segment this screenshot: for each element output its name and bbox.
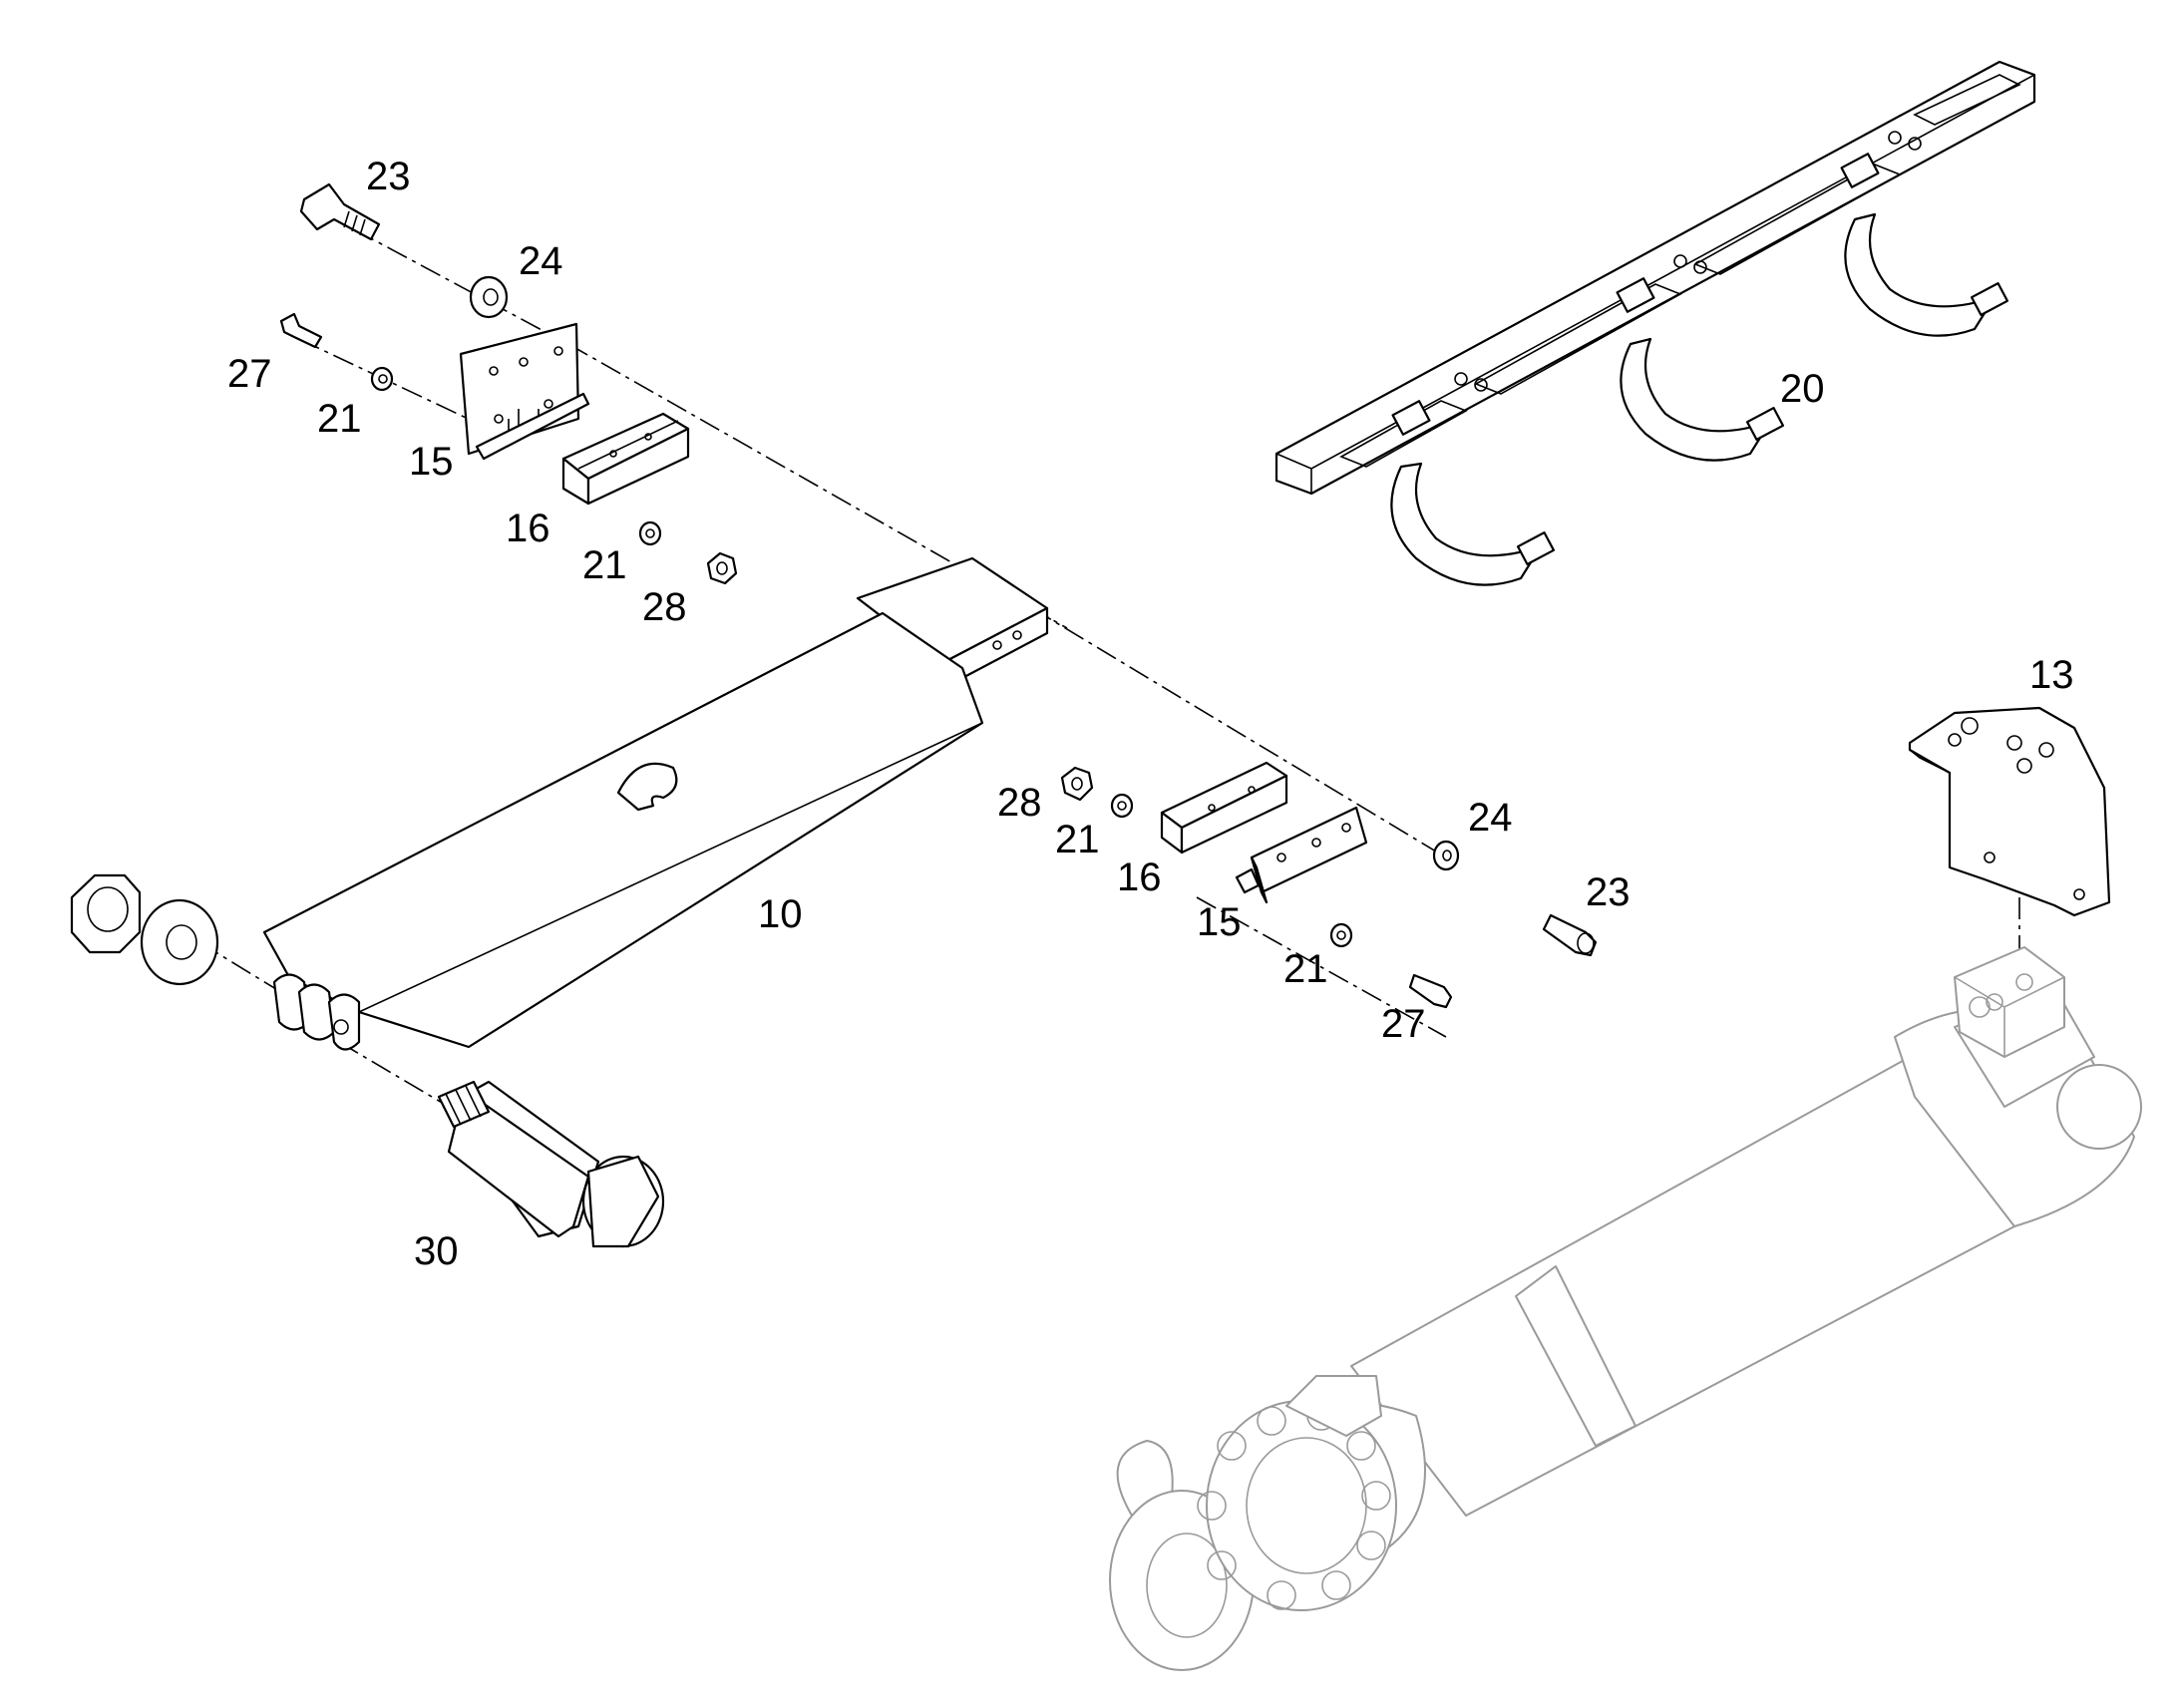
callout-labels: 23 24 27 21 15 16 21 28 20 13 10 28 21 1… xyxy=(227,155,2074,1273)
callout-21-upper-a: 21 xyxy=(317,397,362,441)
callout-21-lower-b: 21 xyxy=(1283,947,1328,991)
callout-20: 20 xyxy=(1780,367,1825,411)
callout-23-upper: 23 xyxy=(366,155,411,198)
hydraulic-cylinder-reference xyxy=(1109,946,2142,1671)
callout-10: 10 xyxy=(758,892,803,936)
callout-15-upper: 15 xyxy=(409,440,454,484)
callout-24-upper: 24 xyxy=(519,239,563,283)
hardware-group-upper xyxy=(279,182,738,585)
callout-16-upper: 16 xyxy=(506,507,550,550)
callout-30: 30 xyxy=(414,1229,459,1273)
callout-21-upper-b: 21 xyxy=(582,543,627,587)
part-30-pin xyxy=(437,1080,665,1248)
callout-24-lower: 24 xyxy=(1468,796,1513,840)
callout-15-lower: 15 xyxy=(1197,900,1242,944)
callout-27-upper: 27 xyxy=(227,352,272,396)
callout-16-lower: 16 xyxy=(1117,855,1162,899)
callout-27-lower: 27 xyxy=(1381,1002,1426,1046)
part-10-cover xyxy=(262,556,1049,1051)
part-13-bracket-plate xyxy=(1908,706,2111,917)
callout-13: 13 xyxy=(2029,653,2074,697)
part-20-clamp-bar xyxy=(1274,60,2036,586)
nut-and-washer-left xyxy=(70,873,219,986)
hardware-group-lower xyxy=(1060,761,1598,1009)
callout-28-lower: 28 xyxy=(997,781,1042,825)
callout-23-lower: 23 xyxy=(1586,870,1631,914)
callout-28-upper: 28 xyxy=(642,585,687,629)
callout-21-lower-a: 21 xyxy=(1055,818,1100,861)
